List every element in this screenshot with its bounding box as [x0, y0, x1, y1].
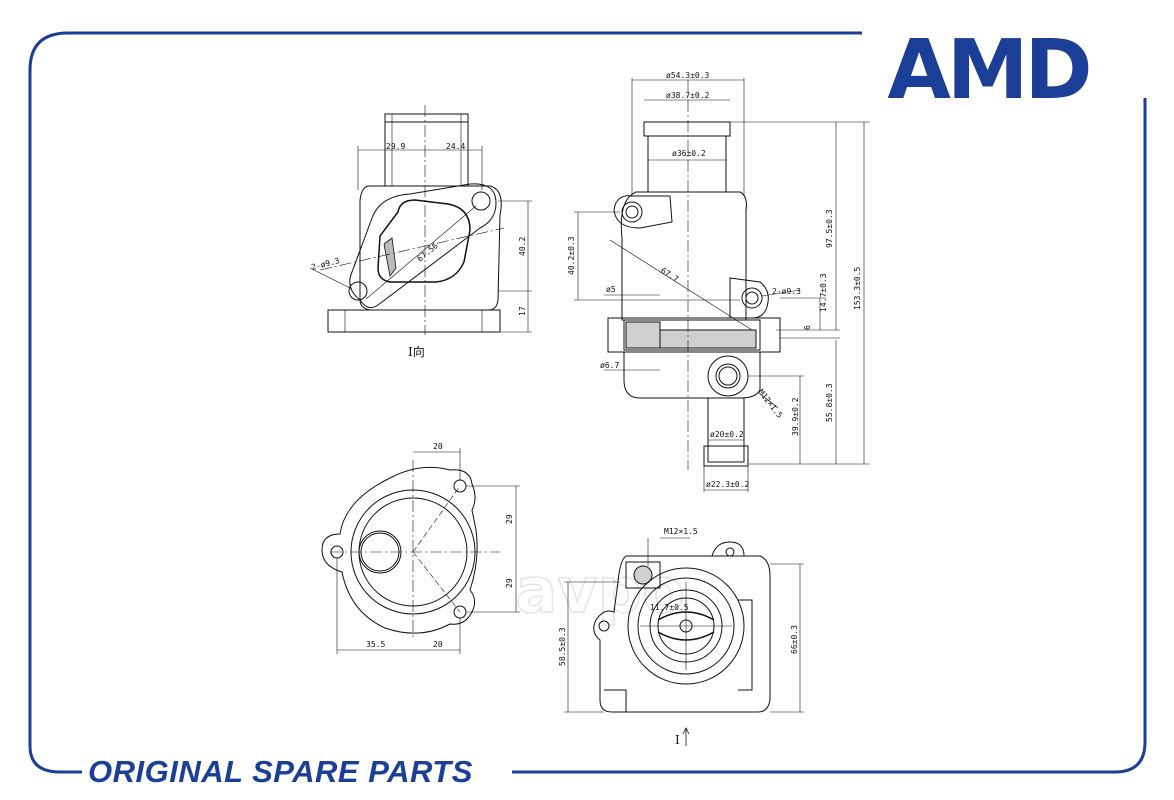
dim-phi-5: ø5: [606, 285, 616, 294]
view-top-right: [574, 78, 870, 492]
dim-20-bottom: 20: [433, 640, 443, 649]
dim-phi-54-3: ø54.3±0.3: [666, 71, 710, 80]
br-m12-port: [625, 561, 661, 589]
tr-top-pipe: [643, 121, 731, 137]
dim-2-phi-9-3-right: 2-ø9.3: [772, 287, 801, 296]
dim-153-3: 153.3±0.5: [853, 266, 862, 310]
amd-logo: AMD: [887, 23, 1092, 118]
tr-ear-top: [613, 195, 673, 229]
bl-outline: [321, 466, 478, 634]
dim-phi-6-7: ø6.7: [600, 361, 619, 370]
dim-58-5: 58.5±0.3: [558, 627, 567, 666]
dim-29-a: 29: [505, 514, 514, 524]
tl-opening: [377, 199, 471, 283]
view-top-left: [309, 105, 532, 335]
dim-29-b: 29: [505, 578, 514, 588]
logo-text: AMD: [887, 23, 1088, 118]
view-bottom-right: [564, 537, 804, 746]
watermark: avpo: [515, 554, 684, 627]
dim-phi-22-3: ø22.3±0.2: [706, 480, 750, 489]
dim-29-9: 29.9: [386, 142, 405, 151]
dim-phi-20: ø20±0.2: [710, 430, 744, 439]
tr-outlet-pipe: [707, 397, 745, 463]
dim-m12-side: M12×1.5: [756, 388, 784, 420]
dim-17: 17: [518, 306, 527, 316]
dim-67-56: 67.56: [416, 241, 440, 263]
tl-base: [327, 309, 501, 333]
dim-66: 66±0.3: [790, 625, 799, 654]
dim-39-9: 39.9±0.2: [791, 397, 800, 436]
dim-phi-36: ø36±0.2: [672, 149, 706, 158]
dim-14-7: 14.7±0.3: [819, 273, 828, 312]
view-bottom-left: [321, 448, 520, 654]
tr-flange: [607, 317, 781, 353]
tl-bolt-hole-2: [348, 281, 368, 301]
dim-2-phi-9-3-left: 2-ø9.3: [310, 256, 340, 272]
tl-flange: [349, 183, 497, 309]
view-label-i-direction: I向: [408, 344, 425, 359]
dim-m12-bottom: M12×1.5: [664, 527, 698, 536]
dim-phi-38-7: ø38.7±0.2: [666, 91, 710, 100]
footer-slogan: ORIGINAL SPARE PARTS: [88, 754, 473, 789]
view-label-i: I: [675, 733, 680, 747]
dim-97-5: 97.5±0.3: [825, 209, 834, 248]
dim-67-7: 67.7: [659, 266, 680, 284]
br-thermostat-outer: [627, 567, 745, 685]
tr-m12-port: [707, 355, 749, 397]
dim-24-4: 24.4: [446, 142, 465, 151]
br-outline: [593, 555, 771, 713]
tl-bolt-hole-1: [471, 191, 491, 211]
dim-11-7: 11.7±0.5: [650, 603, 689, 612]
dim-55-8: 55.8±0.3: [825, 383, 834, 422]
dim-20-top: 20: [433, 442, 443, 451]
dim-6: 6: [803, 325, 812, 330]
dim-40-2-tol: 40.2±0.3: [567, 236, 576, 275]
tr-ear-bottom: [729, 277, 769, 319]
tr-body: [620, 191, 747, 321]
frame-border: [28, 31, 1147, 774]
dim-35-5: 35.5: [366, 640, 385, 649]
dim-40-2: 40.2: [518, 237, 527, 256]
